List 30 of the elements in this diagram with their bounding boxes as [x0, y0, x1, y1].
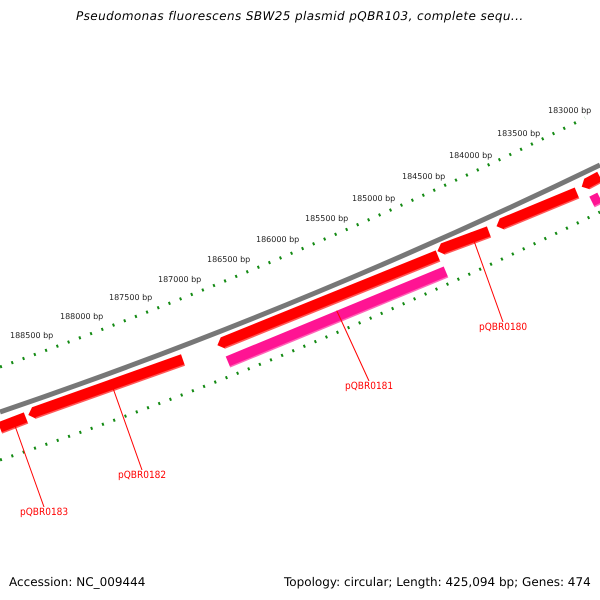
- scale-label: 188000 bp: [60, 312, 104, 321]
- leader-line: [11, 416, 44, 508]
- gene-bar: [582, 172, 600, 191]
- gene-label: pQBR0180: [479, 322, 528, 333]
- scale-label: 183000 bp: [548, 106, 592, 115]
- gene-label: pQBR0182: [118, 470, 166, 481]
- scale-label: 185000 bp: [352, 194, 396, 203]
- gene-bar: [28, 354, 186, 420]
- leader-line: [110, 379, 142, 470]
- scale-label: 186500 bp: [207, 255, 250, 264]
- gene-label: pQBR0181: [345, 381, 394, 392]
- scale-label: 184000 bp: [449, 151, 492, 160]
- scale-label: 184500 bp: [402, 172, 446, 181]
- gene-label: pQBR0183: [20, 507, 68, 518]
- scale-label: 186000 bp: [256, 235, 300, 244]
- leader-line: [470, 232, 504, 322]
- scale-label: 183500 bp: [497, 129, 540, 138]
- scale-label: 185500 bp: [305, 214, 348, 223]
- scale-label: 187000 bp: [158, 275, 202, 284]
- gene-bar: [0, 412, 29, 435]
- scale-label: 188500 bp: [10, 331, 54, 340]
- gene-bar: [437, 226, 492, 256]
- footer-text: Topology: circular; Length: 425,094 bp; Genes: 474: [284, 575, 591, 589]
- footer-text: Accession: NC_009444: [9, 575, 146, 589]
- title: Pseudomonas fluorescens SBW25 plasmid pQBR103, complete sequ...: [76, 9, 524, 23]
- leader-line: [336, 310, 370, 382]
- gene-bar: [589, 192, 600, 209]
- gene-bar: [496, 188, 580, 231]
- scale-label: 187500 bp: [109, 293, 152, 302]
- gene-bar: [226, 266, 449, 369]
